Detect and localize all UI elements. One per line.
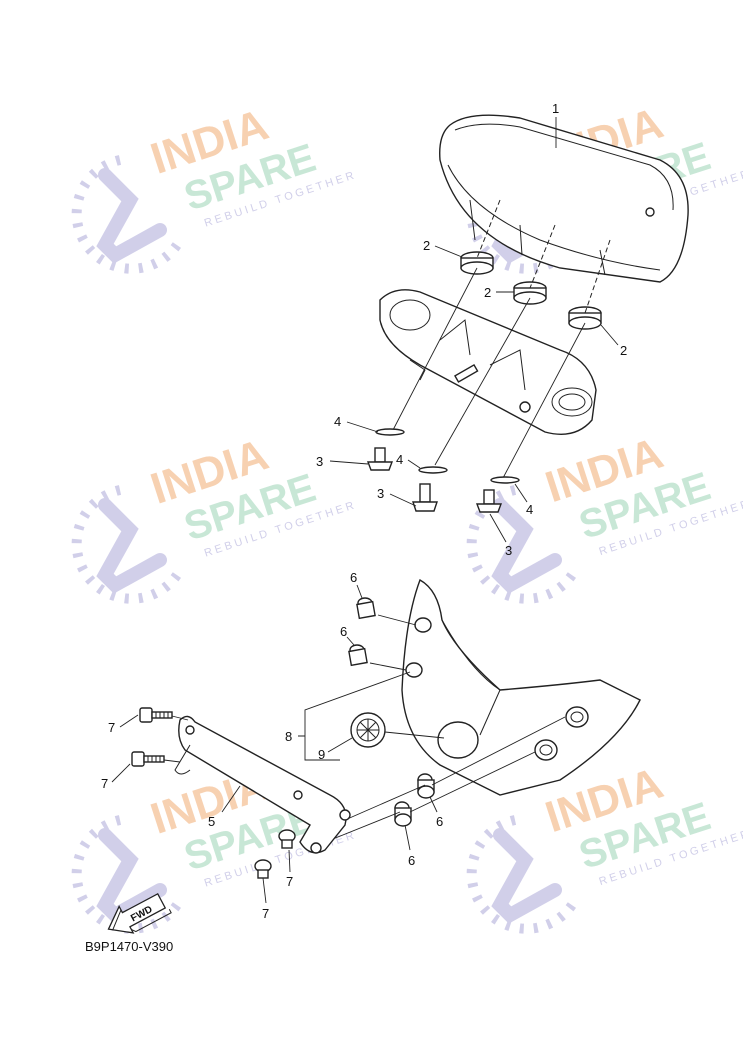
- part-2-grommet: [513, 281, 547, 305]
- front-cowling: [401, 578, 641, 796]
- part-6-collar: [394, 801, 412, 827]
- callout-6: 6: [350, 570, 357, 585]
- part-7-bolt: [278, 829, 296, 849]
- part-3-screw: [366, 447, 394, 471]
- part-6-collar: [417, 773, 435, 799]
- callout-1: 1: [552, 101, 559, 116]
- callout-7: 7: [108, 720, 115, 735]
- watermark-top-left: INDIA SPARE REBUILD TOGETHER: [71, 100, 358, 274]
- watermark-middle-left: INDIA SPARE REBUILD TOGETHER: [71, 430, 358, 604]
- part-6-collar: [348, 644, 368, 667]
- callout-7: 7: [262, 906, 269, 921]
- wrench-logo-icon: [71, 155, 185, 274]
- callout-5: 5: [208, 814, 215, 829]
- callout-9: 9: [318, 747, 325, 762]
- watermark-middle-right: INDIA SPARE REBUILD TOGETHER: [466, 429, 743, 604]
- meter-bracket: [379, 289, 597, 435]
- callout-2: 2: [620, 343, 627, 358]
- part-4-washer: [490, 476, 520, 484]
- part-2-grommet: [568, 306, 602, 330]
- part-3-screw: [475, 489, 503, 513]
- callout-2: 2: [423, 238, 430, 253]
- part-4-washer: [418, 466, 448, 474]
- wrench-logo-icon: [71, 815, 185, 934]
- part-3-screw: [412, 483, 438, 512]
- callout-3: 3: [505, 543, 512, 558]
- callout-4: 4: [334, 414, 341, 429]
- drawing-code: B9P1470-V390: [85, 939, 173, 954]
- part-7-bolt: [139, 707, 173, 723]
- part-4-washer: [375, 428, 405, 436]
- part-9-emblem: [350, 712, 386, 748]
- callout-3: 3: [377, 486, 384, 501]
- callout-8: 8: [285, 729, 292, 744]
- callout-4: 4: [396, 452, 403, 467]
- callout-7: 7: [286, 874, 293, 889]
- part-2-grommet: [460, 251, 494, 275]
- part-5-stay-bracket: [174, 715, 351, 854]
- callout-7: 7: [101, 776, 108, 791]
- part-7-bolt: [254, 859, 272, 879]
- wrench-logo-icon: [466, 485, 580, 604]
- part-1-meter-assembly: [439, 114, 689, 283]
- callout-6: 6: [340, 624, 347, 639]
- part-7-bolt: [131, 751, 165, 767]
- callout-6: 6: [408, 853, 415, 868]
- callout-3: 3: [316, 454, 323, 469]
- callout-6: 6: [436, 814, 443, 829]
- callout-2: 2: [484, 285, 491, 300]
- callout-4: 4: [526, 502, 533, 517]
- wrench-logo-icon: [71, 485, 185, 604]
- part-6-collar: [356, 597, 376, 620]
- wrench-logo-icon: [466, 815, 580, 934]
